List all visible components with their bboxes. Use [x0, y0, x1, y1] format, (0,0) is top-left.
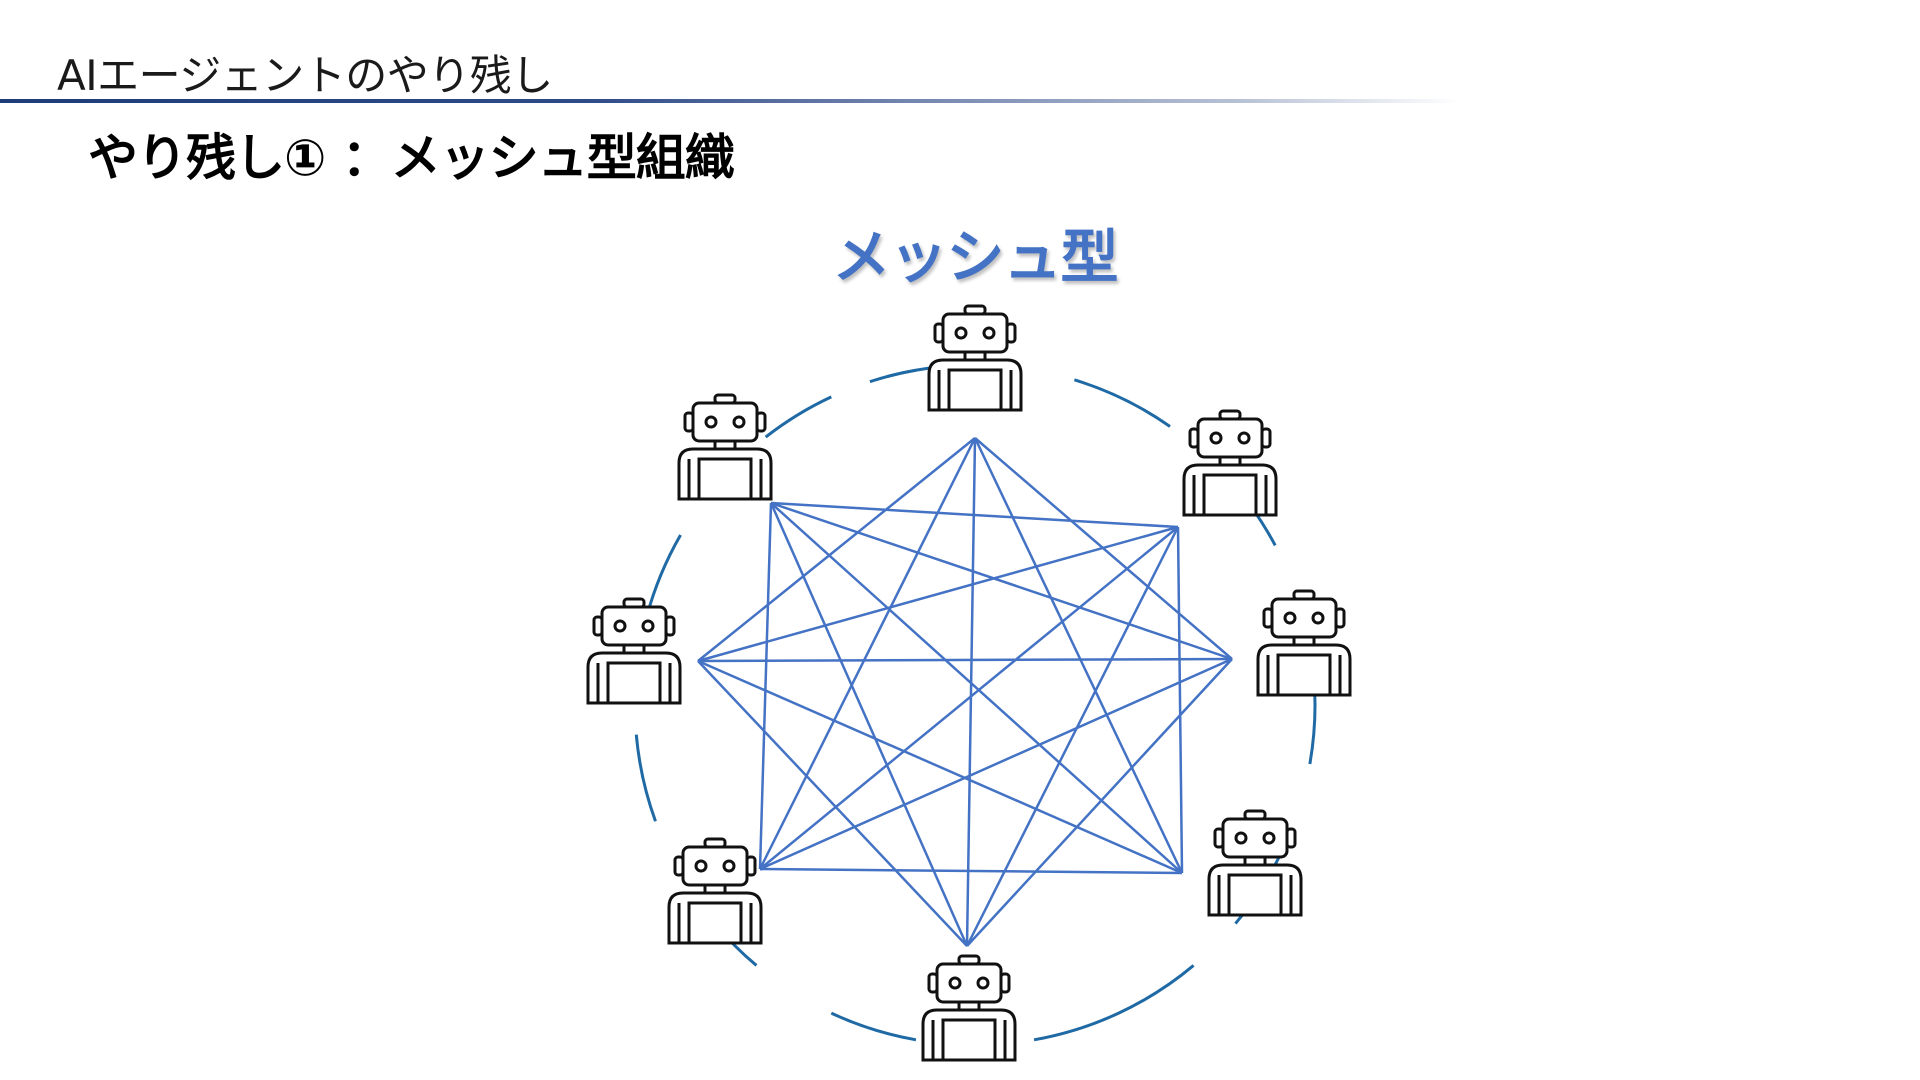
edge-agent-top-agent-lower-right [973, 437, 1184, 874]
edge-agent-left-agent-lower-right [697, 659, 1183, 875]
ring-arc [645, 534, 682, 618]
edge-agent-lower-right-agent-upper-left [770, 502, 1183, 874]
edge-agent-bottom-agent-left [697, 660, 968, 947]
edge-agent-right-agent-bottom [966, 658, 1233, 947]
section-header: AIエージェントのやり残し [57, 51, 553, 100]
diagram-title: メッシュ型 [832, 223, 1118, 291]
edge-agent-top-agent-bottom [965, 437, 977, 947]
header-divider [0, 99, 1460, 103]
robot-icon [921, 954, 1017, 1062]
ring-arc [634, 734, 657, 822]
ring-arc [764, 395, 832, 439]
edge-agent-upper-right-agent-lower-right [1176, 526, 1184, 874]
edge-agent-right-agent-lower-left [759, 657, 1233, 871]
ring-arc [1033, 964, 1195, 1042]
ring-arc [830, 1011, 917, 1042]
ring-arc [869, 368, 917, 384]
edge-agent-upper-right-agent-bottom [965, 526, 1180, 947]
edge-agent-upper-right-agent-lower-left [759, 526, 1179, 870]
robot-icon [1256, 589, 1352, 697]
robot-icon [927, 304, 1023, 412]
edge-agent-top-agent-lower-left [758, 437, 977, 870]
edge-agent-upper-right-agent-left [697, 525, 1179, 663]
robot-icon [677, 393, 773, 501]
robot-icon [586, 597, 682, 705]
edge-agent-lower-right-agent-lower-left [759, 867, 1183, 875]
edge-agent-bottom-agent-upper-left [769, 502, 969, 947]
robot-icon [1207, 809, 1303, 917]
robot-icon [1182, 409, 1278, 517]
robot-icon [667, 837, 763, 945]
edge-agent-upper-right-agent-upper-left [770, 501, 1179, 529]
edge-agent-right-agent-left [697, 657, 1233, 663]
ring-arc [1073, 378, 1171, 428]
edge-agent-lower-left-agent-upper-left [758, 502, 773, 870]
slide-title: やり残し① ：メッシュ型組織 [88, 129, 735, 187]
edge-agent-right-agent-upper-left [770, 501, 1233, 661]
edge-agent-top-agent-left [697, 437, 976, 662]
